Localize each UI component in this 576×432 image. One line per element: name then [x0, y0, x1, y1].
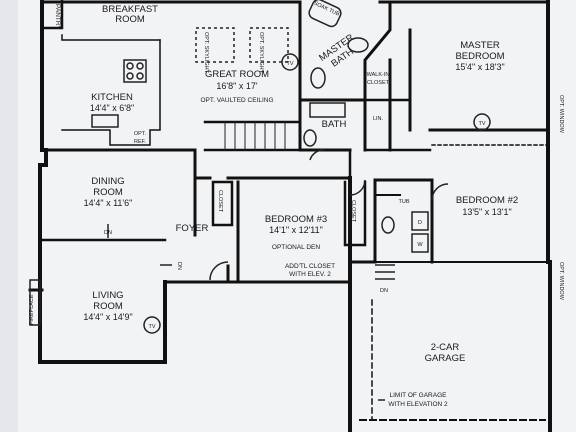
linen-label: LIN.: [373, 116, 384, 122]
burner-3: [126, 72, 134, 80]
garage-limit-label-1: LIMIT OF GARAGE: [390, 392, 448, 399]
bedroom3-closet-label: CLOSET: [350, 200, 356, 223]
bedroom2-dimensions: 13'5" x 13'1": [462, 207, 511, 217]
bed3-door-swing: [349, 179, 366, 196]
master-bath-walls: [298, 0, 392, 102]
skylight-left-frame: [195, 27, 235, 63]
tv-great-room-label: TV: [286, 61, 293, 67]
washer-label: W: [417, 242, 423, 248]
burner-1: [126, 62, 134, 70]
bath-tub: [309, 102, 346, 118]
dryer: [411, 211, 429, 231]
kitchen-counter: [61, 39, 161, 146]
soak-tub: [308, 0, 342, 28]
fixtures: [29, 0, 491, 401]
washer: [411, 233, 429, 253]
dining-room-dimensions: 14'4" x 11'6": [84, 198, 133, 208]
dn-garage-label: DN: [380, 288, 388, 294]
dining-room-label-2: ROOM: [93, 187, 123, 198]
opt-window-upper-label: OPT. WINDOW: [558, 95, 564, 134]
kitchen-dimensions: 14'4" x 6'8": [90, 103, 134, 113]
kitchen-label: KITCHEN: [91, 92, 133, 103]
bedroom2-left-wall: [373, 178, 434, 264]
dn-living-label: DN: [104, 230, 112, 236]
skylight-right-frame: [249, 27, 289, 63]
burner-2: [136, 62, 144, 70]
kitchen-opt-label: OPT.: [134, 131, 147, 137]
bath-walls: [298, 98, 352, 152]
dining-room-label-1: DINING: [91, 176, 124, 187]
stairs: [224, 122, 286, 150]
refrigerator-label: REF.: [134, 139, 146, 145]
burner-4: [136, 72, 144, 80]
master-bedroom-dimensions: 15'4" x 18'3": [455, 62, 504, 72]
bedroom3-closet: [343, 180, 367, 247]
pantry-walls: [40, 0, 64, 30]
foyer-closet-label: CLOSET: [217, 190, 223, 213]
great-room-label: GREAT ROOM: [205, 69, 269, 80]
garage-steps: [375, 264, 395, 280]
bedroom3-dimensions: 14'1" x 12'11": [269, 225, 323, 235]
bath-label: BATH: [322, 119, 347, 130]
master-sink: [347, 37, 369, 53]
foyer-label: FOYER: [176, 223, 209, 234]
bedroom2-label: BEDROOM #2: [456, 195, 518, 206]
garage-limit-label-2: WITH ELEVATION 2: [388, 401, 448, 408]
kitchen-sink: [91, 114, 119, 128]
bedroom3-addtl-closet-2: WITH ELEV. 2: [289, 271, 331, 278]
great-room-dimensions: 16'8" x 17': [216, 81, 257, 91]
tv-great-room-icon: [281, 53, 299, 71]
kitchen-top-line: [61, 34, 161, 41]
tub-label: TUB: [399, 199, 410, 205]
bath2-toilet: [381, 216, 395, 234]
tv-master-icon: [473, 113, 491, 131]
paper-left-edge: [0, 0, 18, 432]
walls: [28, 0, 552, 432]
bath-door-swing: [309, 149, 325, 161]
master-bedroom-label-1: MASTER: [460, 40, 500, 51]
bedroom3-addtl-closet-1: ADD'TL CLOSET: [285, 263, 335, 270]
foyer-closet: [211, 180, 234, 227]
opt-window-lower-label: OPT. WINDOW: [558, 262, 564, 301]
skylight-right-label: OPT. SKYLIGHT: [258, 32, 264, 74]
garage-label-1: 2-CAR: [431, 342, 460, 353]
breakfast-room-label-2: ROOM: [115, 14, 145, 25]
tv-living-icon: [143, 316, 161, 334]
bedroom3-optional-den: OPTIONAL DEN: [272, 244, 320, 251]
skylight-left-label: OPT. SKYLIGHT: [203, 32, 209, 74]
master-bedroom-label-2: BEDROOM: [455, 51, 504, 62]
stove: [123, 59, 147, 83]
bedroom3-label: BEDROOM #3: [265, 214, 327, 225]
fireplace-label: FIREPLACE: [29, 294, 35, 325]
dryer-label: D: [418, 220, 422, 226]
exterior-wall-left: [38, 0, 48, 364]
breakfast-room-label-1: BREAKFAST: [102, 4, 158, 15]
fireplace: [29, 279, 41, 326]
great-room-vaulted-note: OPT. VAULTED CEILING: [200, 97, 273, 104]
living-room-dimensions: 14'4" x 14'9": [83, 312, 132, 322]
bath-toilet: [303, 129, 317, 147]
living-room-label-1: LIVING: [92, 290, 123, 301]
tv-living-label: TV: [148, 324, 155, 330]
walk-in-closet-label-2: CLOSET: [367, 80, 390, 86]
pantry-label: PANTRY: [54, 4, 61, 30]
living-room-label-2: ROOM: [93, 301, 123, 312]
front-door-swing: [209, 261, 229, 281]
tv-master-label: TV: [478, 121, 485, 127]
master-toilet: [310, 67, 326, 89]
garage-label-2: GARAGE: [425, 353, 466, 364]
walk-in-closet-label-1: WALK-IN: [367, 72, 390, 78]
dn-foyer-label: DN: [176, 262, 182, 270]
exterior-wall-living-bottom: [38, 280, 167, 364]
bed2-door-swing: [431, 183, 449, 201]
